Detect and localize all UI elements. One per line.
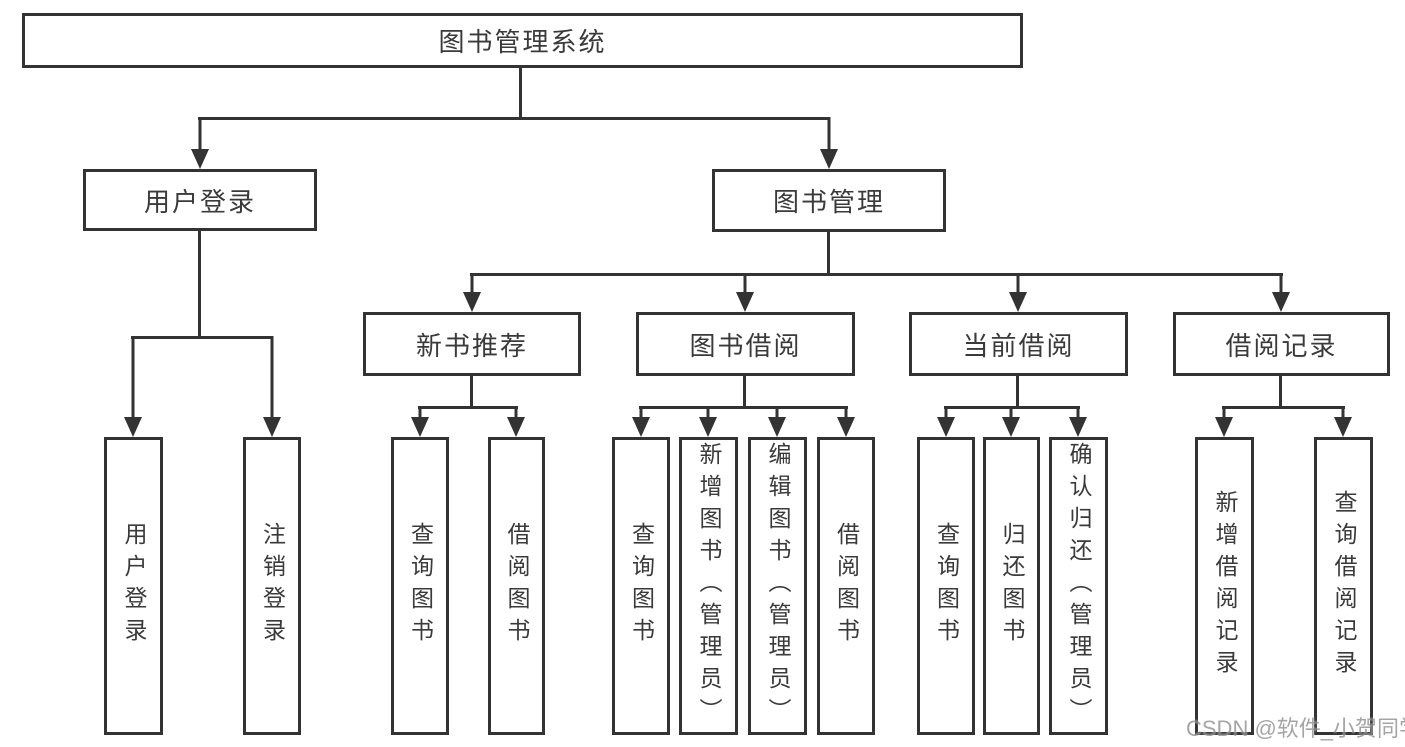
arrow-down-icon: [1009, 273, 1027, 312]
node-library-management-system: 图书管理系统: [22, 13, 1023, 68]
arrow-down-icon: [1069, 406, 1087, 437]
node-book-borrowing: 图书借阅: [636, 312, 855, 376]
node-label: 查询图书: [933, 522, 960, 650]
arrow-down-icon: [736, 273, 754, 312]
node-query-books-current: 查询图书: [917, 437, 975, 735]
arrow-down-icon: [632, 406, 650, 437]
node-add-borrow-record: 新增借阅记录: [1195, 437, 1254, 735]
node-borrow-books: 借阅图书: [817, 437, 875, 735]
node-query-borrow-record: 查询借阅记录: [1314, 437, 1373, 735]
node-return-books: 归还图书: [983, 437, 1040, 735]
node-label: 新增图书（管理员）: [696, 442, 722, 730]
node-confirm-return-admin: 确认归还（管理员）: [1049, 437, 1108, 735]
arrow-down-icon: [124, 336, 142, 437]
arrow-down-icon: [191, 117, 209, 169]
connector-line: [131, 336, 273, 339]
arrow-down-icon: [411, 406, 429, 437]
connector-line: [198, 231, 201, 336]
connector-line: [470, 273, 1283, 276]
node-label: 当前借阅: [962, 330, 1075, 361]
node-borrowing-records: 借阅记录: [1173, 312, 1390, 376]
node-label: 查询图书: [628, 522, 655, 650]
node-label: 新增借阅记录: [1212, 490, 1238, 682]
node-label: 新书推荐: [415, 330, 528, 361]
node-label: 图书借阅: [689, 330, 802, 361]
connector-line: [1016, 376, 1019, 409]
arrow-down-icon: [1272, 273, 1290, 312]
arrow-down-icon: [837, 406, 855, 437]
connector-line: [827, 232, 830, 276]
arrow-down-icon: [699, 406, 717, 437]
connector-line: [519, 68, 522, 117]
arrow-down-icon: [507, 406, 525, 437]
arrow-down-icon: [1215, 406, 1233, 437]
node-label: 查询借阅记录: [1331, 490, 1357, 682]
node-label: 查询图书: [407, 522, 434, 650]
node-query-books-borrowing: 查询图书: [612, 437, 670, 735]
node-label: 图书管理: [772, 187, 885, 217]
node-book-management: 图书管理: [712, 169, 946, 232]
arrow-down-icon: [937, 406, 955, 437]
node-label: 归还图书: [999, 522, 1025, 650]
node-label: 确认归还（管理员）: [1066, 442, 1092, 730]
node-label: 用户登录: [143, 186, 256, 217]
arrow-down-icon: [820, 117, 838, 169]
node-label: 编辑图书（管理员）: [765, 442, 791, 730]
node-label: 注销登录: [259, 522, 286, 650]
node-label: 图书管理系统: [438, 27, 607, 57]
node-label: 借阅记录: [1225, 330, 1338, 361]
arrow-down-icon: [768, 406, 786, 437]
arrow-down-icon: [1334, 406, 1352, 437]
node-edit-books-admin: 编辑图书（管理员）: [748, 437, 807, 735]
node-label: 用户登录: [121, 522, 147, 650]
connector-line: [198, 117, 830, 120]
node-borrow-books-recommend: 借阅图书: [488, 437, 545, 735]
node-new-book-recommend: 新书推荐: [363, 312, 581, 376]
node-label: 借阅图书: [504, 522, 530, 650]
arrow-down-icon: [1002, 406, 1020, 437]
arrow-down-icon: [463, 273, 481, 312]
node-add-books-admin: 新增图书（管理员）: [679, 437, 738, 735]
node-current-borrowing: 当前借阅: [909, 312, 1128, 376]
node-label: 借阅图书: [833, 522, 860, 650]
node-user-login: 用户登录: [104, 437, 163, 735]
connector-line: [470, 376, 473, 409]
node-logout: 注销登录: [243, 437, 301, 735]
csdn-watermark: CSDN @软件_小贺同学: [1186, 716, 1405, 741]
connector-line: [1222, 406, 1345, 409]
node-query-books-recommend: 查询图书: [391, 437, 449, 735]
connector-line: [1279, 376, 1282, 409]
node-user-login-group: 用户登录: [83, 169, 317, 231]
connector-line: [743, 376, 746, 409]
connector-line: [418, 406, 518, 409]
connector-line: [639, 406, 848, 409]
arrow-down-icon: [263, 336, 281, 437]
